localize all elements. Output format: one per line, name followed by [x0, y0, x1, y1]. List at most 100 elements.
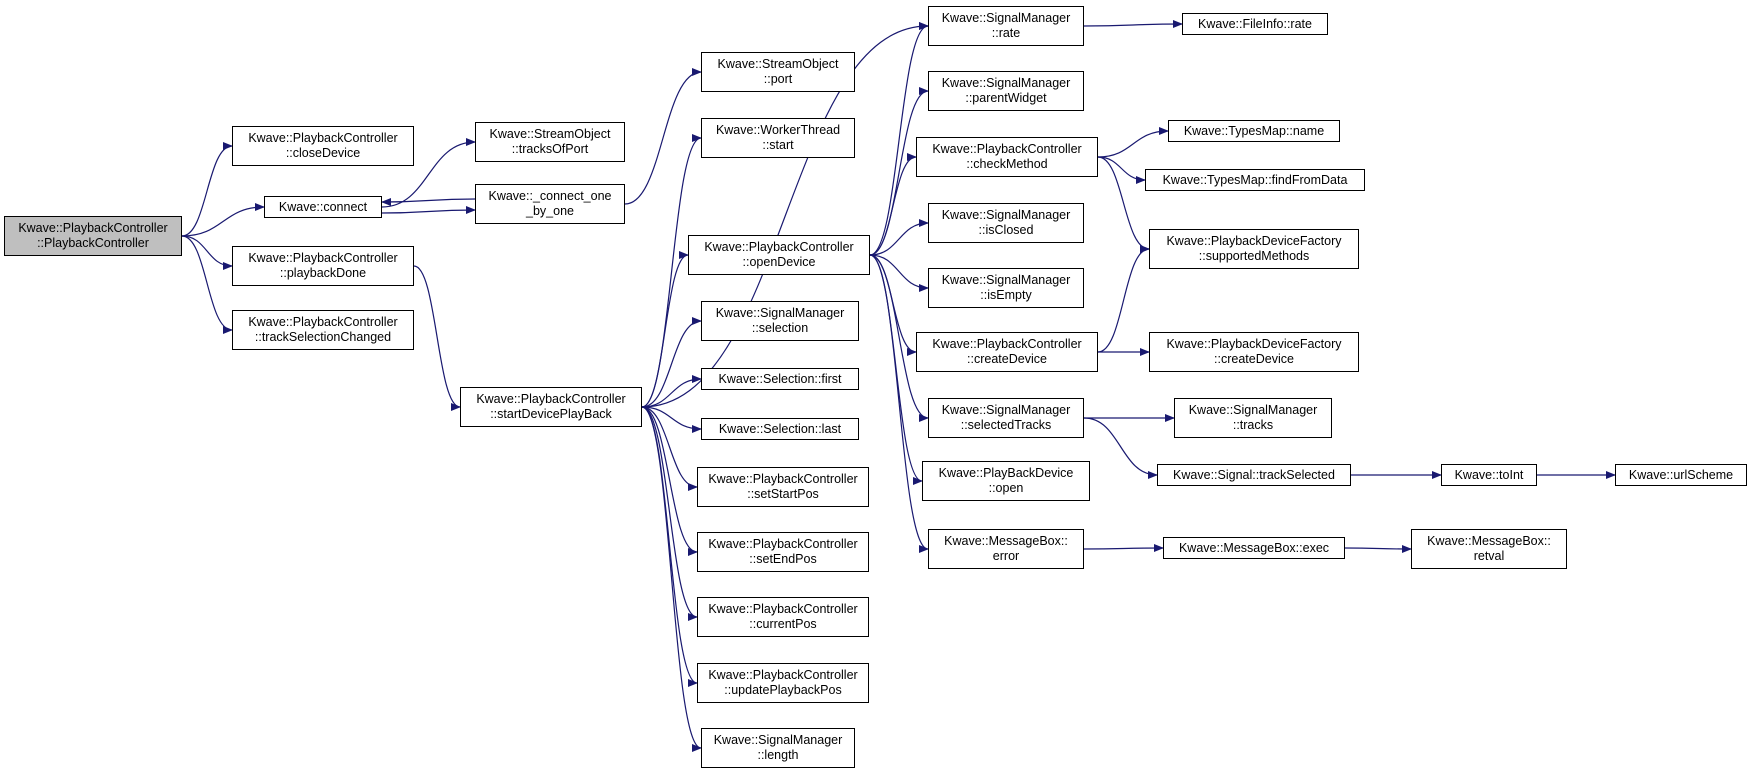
- node-label-line: Kwave::SignalManager: [713, 733, 843, 747]
- node-label-line: ::setEndPos: [749, 552, 817, 566]
- graph-node-sm-length[interactable]: Kwave::SignalManager::length: [701, 728, 855, 768]
- node-label-line: Kwave::MessageBox::: [1427, 534, 1551, 548]
- node-label-line: ::createDevice: [967, 352, 1047, 366]
- graph-node-pb-open[interactable]: Kwave::PlayBackDevice::open: [922, 461, 1090, 501]
- node-label-line: ::closeDevice: [285, 146, 361, 160]
- node-label-line: ::checkMethod: [966, 157, 1048, 171]
- edge-startDevicePlayBack-to-setStartPos: [641, 406, 698, 491]
- edge-checkMethod-to-tmFind: [1097, 156, 1146, 184]
- node-label-line: Kwave::PlaybackDeviceFactory: [1166, 337, 1342, 351]
- edge-startDevicePlayBack-to-smRate: [641, 22, 929, 408]
- edge-smRate-to-fiRate: [1083, 20, 1183, 29]
- node-label-line: Kwave::PlaybackController: [932, 337, 1082, 351]
- graph-node-track-selected[interactable]: Kwave::Signal::trackSelected: [1157, 464, 1351, 486]
- node-label-line: retval: [1473, 549, 1505, 563]
- node-label-line: ::port: [763, 72, 793, 86]
- edge-connect-to-connectOneByOne: [381, 206, 476, 215]
- node-label-line: Kwave::TypesMap::name: [1183, 123, 1325, 138]
- node-label-line: Kwave::PlaybackController: [932, 142, 1082, 156]
- node-label-line: ::setStartPos: [747, 487, 819, 501]
- edge-mbExec-to-retval: [1344, 544, 1412, 553]
- graph-node-mb-exec[interactable]: Kwave::MessageBox::exec: [1163, 537, 1345, 559]
- node-label-line: Kwave::PlaybackDeviceFactory: [1166, 234, 1342, 248]
- graph-node-supported-methods[interactable]: Kwave::PlaybackDeviceFactory::supportedM…: [1149, 229, 1359, 269]
- edge-startDevicePlayBack-to-setEndPos: [641, 406, 698, 556]
- node-label-line: Kwave::SignalManager: [715, 306, 845, 320]
- edge-openDevice-to-isClosed: [869, 219, 929, 256]
- node-label-line: Kwave::urlScheme: [1628, 467, 1734, 482]
- edge-startDevicePlayBack-to-selFirst: [641, 375, 702, 408]
- graph-node-start-device-play-back[interactable]: Kwave::PlaybackController::startDevicePl…: [460, 387, 642, 427]
- graph-node-tracks-of-port[interactable]: Kwave::StreamObject::tracksOfPort: [475, 122, 625, 162]
- edge-startDevicePlayBack-to-smLength: [641, 406, 702, 752]
- node-label-line: ::length: [757, 748, 799, 762]
- node-label-line: Kwave::SignalManager: [1188, 403, 1318, 417]
- node-label-line: Kwave::_connect_one: [488, 189, 612, 203]
- node-label-line: Kwave::PlaybackController: [248, 251, 398, 265]
- node-label-line: ::start: [762, 138, 794, 152]
- edge-connect-to-tracksOfPort: [381, 138, 476, 208]
- graph-node-mb-error[interactable]: Kwave::MessageBox::error: [928, 529, 1084, 569]
- graph-node-set-end-pos[interactable]: Kwave::PlaybackController::setEndPos: [697, 532, 869, 572]
- edge-openDevice-to-selectedTracks: [869, 254, 929, 422]
- graph-node-create-device[interactable]: Kwave::PlaybackController::createDevice: [916, 332, 1098, 372]
- node-label-line: ::currentPos: [749, 617, 817, 631]
- graph-node-set-start-pos[interactable]: Kwave::PlaybackController::setStartPos: [697, 467, 869, 507]
- node-label-line: Kwave::PlaybackController: [18, 221, 168, 235]
- node-label-line: Kwave::TypesMap::findFromData: [1162, 172, 1348, 187]
- edge-startDevicePlayBack-to-currentPos: [641, 406, 698, 621]
- graph-node-sm-rate[interactable]: Kwave::SignalManager::rate: [928, 6, 1084, 46]
- graph-node-current-pos[interactable]: Kwave::PlaybackController::currentPos: [697, 597, 869, 637]
- edge-selectedTracks-to-trackSelected: [1083, 417, 1158, 479]
- graph-node-selection[interactable]: Kwave::SignalManager::selection: [701, 301, 859, 341]
- graph-node-port[interactable]: Kwave::StreamObject::port: [701, 52, 855, 92]
- graph-node-sel-first[interactable]: Kwave::Selection::first: [701, 368, 859, 390]
- node-label-line: Kwave::WorkerThread: [715, 123, 841, 137]
- node-label-line: ::selectedTracks: [960, 418, 1052, 432]
- edge-startDevicePlayBack-to-openDevice: [641, 251, 689, 408]
- node-label-line: Kwave::PlaybackController: [708, 537, 858, 551]
- graph-node-tm-find[interactable]: Kwave::TypesMap::findFromData: [1145, 169, 1365, 191]
- graph-node-to-int[interactable]: Kwave::toInt: [1441, 464, 1537, 486]
- node-label-line: Kwave::Selection::first: [718, 371, 842, 386]
- node-label-line: Kwave::StreamObject: [489, 127, 611, 141]
- graph-node-track-selection-changed[interactable]: Kwave::PlaybackController::trackSelectio…: [232, 310, 414, 350]
- node-label-line: Kwave::SignalManager: [941, 208, 1071, 222]
- graph-node-sm-tracks[interactable]: Kwave::SignalManager::tracks: [1174, 398, 1332, 438]
- node-label-line: Kwave::PlayBackDevice: [938, 466, 1074, 480]
- graph-node-update-playback-pos[interactable]: Kwave::PlaybackController::updatePlaybac…: [697, 663, 869, 703]
- graph-node-open-device[interactable]: Kwave::PlaybackController::openDevice: [688, 235, 870, 275]
- edge-root-to-connect: [181, 203, 265, 237]
- edge-root-to-playbackDone: [181, 235, 233, 270]
- edge-startDevicePlayBack-to-selLast: [641, 406, 702, 433]
- graph-node-worker-start[interactable]: Kwave::WorkerThread::start: [701, 118, 855, 158]
- graph-node-sel-last[interactable]: Kwave::Selection::last: [701, 418, 859, 440]
- node-label-line: Kwave::PlaybackController: [248, 315, 398, 329]
- graph-node-parent-widget[interactable]: Kwave::SignalManager::parentWidget: [928, 71, 1084, 111]
- graph-node-url-scheme[interactable]: Kwave::urlScheme: [1615, 464, 1747, 486]
- edge-openDevice-to-isEmpty: [869, 254, 929, 292]
- graph-node-root[interactable]: Kwave::PlaybackController::PlaybackContr…: [4, 216, 182, 256]
- graph-node-check-method[interactable]: Kwave::PlaybackController::checkMethod: [916, 137, 1098, 177]
- graph-node-fi-rate[interactable]: Kwave::FileInfo::rate: [1182, 13, 1328, 35]
- node-label-line: Kwave::PlaybackController: [708, 472, 858, 486]
- node-label-line: Kwave::MessageBox::: [944, 534, 1068, 548]
- graph-node-connect[interactable]: Kwave::connect: [264, 196, 382, 218]
- graph-node-selected-tracks[interactable]: Kwave::SignalManager::selectedTracks: [928, 398, 1084, 438]
- graph-node-pdf-create-device[interactable]: Kwave::PlaybackDeviceFactory::createDevi…: [1149, 332, 1359, 372]
- graph-node-playback-done[interactable]: Kwave::PlaybackController::playbackDone: [232, 246, 414, 286]
- node-label-line: Kwave::MessageBox::exec: [1178, 540, 1330, 555]
- node-label-line: Kwave::FileInfo::rate: [1198, 16, 1312, 31]
- graph-node-connect-one-by-one[interactable]: Kwave::_connect_one_by_one: [475, 184, 625, 224]
- graph-node-is-empty[interactable]: Kwave::SignalManager::isEmpty: [928, 268, 1084, 308]
- graph-node-tm-name[interactable]: Kwave::TypesMap::name: [1168, 120, 1340, 142]
- node-label-line: Kwave::toInt: [1454, 467, 1524, 482]
- graph-node-is-closed[interactable]: Kwave::SignalManager::isClosed: [928, 203, 1084, 243]
- node-label-line: ::updatePlaybackPos: [724, 683, 842, 697]
- node-label-line: Kwave::PlaybackController: [708, 668, 858, 682]
- graph-node-close-device[interactable]: Kwave::PlaybackController::closeDevice: [232, 126, 414, 166]
- node-label-line: ::trackSelectionChanged: [254, 330, 392, 344]
- node-label-line: Kwave::SignalManager: [941, 11, 1071, 25]
- graph-node-retval[interactable]: Kwave::MessageBox::retval: [1411, 529, 1567, 569]
- node-label-line: Kwave::Selection::last: [718, 421, 842, 436]
